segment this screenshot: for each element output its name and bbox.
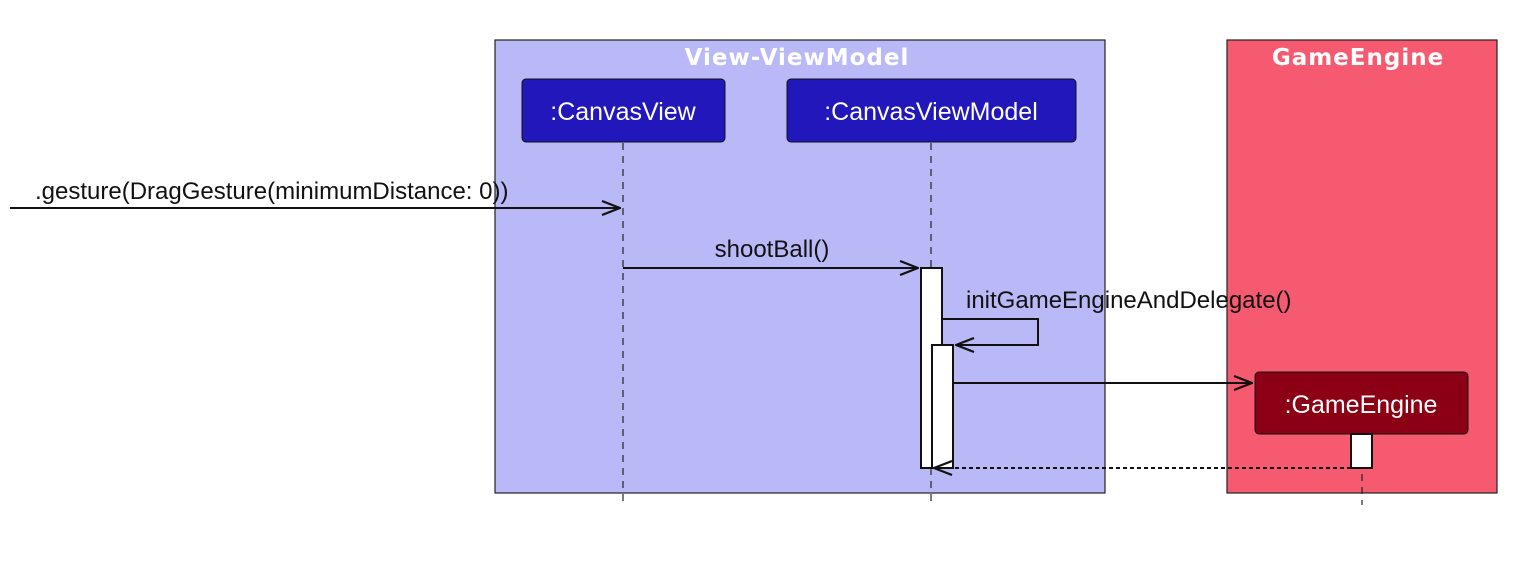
- participant-gameengine[interactable]: :GameEngine: [1254, 371, 1469, 435]
- participant-canvasview[interactable]: :CanvasView: [521, 78, 726, 143]
- participant-canvasviewmodel-box[interactable]: [786, 78, 1077, 143]
- message-gesture: .gesture(DragGesture(minimumDistance: 0)…: [10, 178, 620, 208]
- message-shootball: shootBall(): [623, 236, 918, 268]
- message-initgameengine: initGameEngineAndDelegate(): [942, 287, 1292, 345]
- participant-canvasviewmodel-label: :CanvasViewModel: [824, 98, 1038, 126]
- message-initgameengine-label: initGameEngineAndDelegate(): [966, 287, 1292, 314]
- box-gameengine-title: GameEngine: [1272, 45, 1444, 71]
- activation-canvasviewmodel-init: [931, 344, 954, 469]
- participant-gameengine-label: :GameEngine: [1285, 391, 1438, 419]
- message-gesture-label: .gesture(DragGesture(minimumDistance: 0)…: [35, 178, 508, 205]
- participant-canvasview-box[interactable]: [521, 78, 726, 143]
- message-shootball-label: shootBall(): [715, 236, 830, 263]
- activation-gameengine: [1350, 433, 1373, 469]
- box-view-viewmodel-title: View-ViewModel: [685, 45, 910, 71]
- participant-canvasviewmodel[interactable]: :CanvasViewModel: [786, 78, 1077, 143]
- message-initgameengine-arrow: [942, 318, 1039, 345]
- participant-canvasview-label: :CanvasView: [550, 98, 696, 126]
